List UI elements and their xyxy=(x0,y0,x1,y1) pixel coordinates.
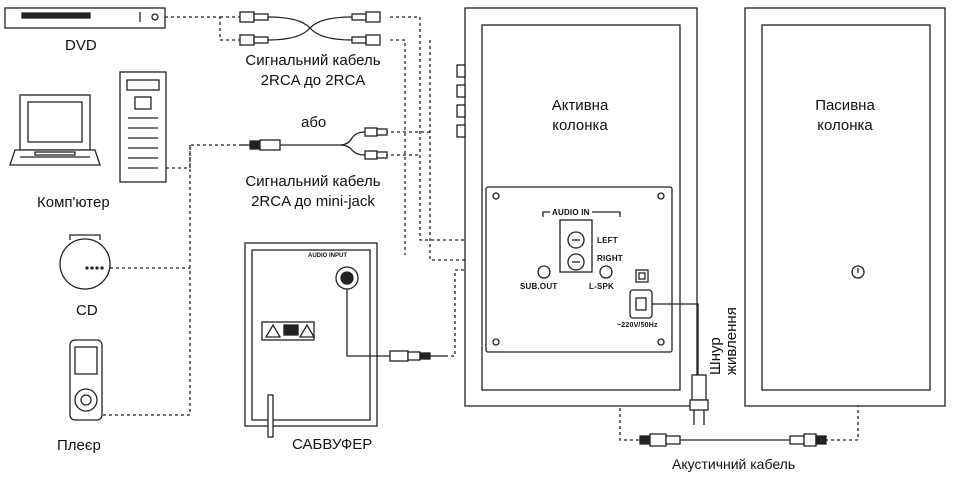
passive-speaker-label-line1: Пасивна xyxy=(815,97,875,114)
computer-icon xyxy=(9,71,167,183)
computer-label: Комп'ютер xyxy=(37,194,110,211)
cd-label: CD xyxy=(76,302,98,319)
active-speaker-label-line2: колонка xyxy=(552,117,608,134)
audio-in-label: AUDIO IN xyxy=(550,208,592,217)
subwoofer-label: САБВУФЕР xyxy=(292,436,373,453)
acoustic-cable-label: Акустичний кабель xyxy=(672,456,796,472)
active-speaker-label-line1: Активна xyxy=(551,97,609,114)
or-label: або xyxy=(301,114,327,131)
power-cord-label-line1: Шнур xyxy=(707,337,724,375)
power-cord-icon xyxy=(652,303,709,425)
rca-minijack-cable-icon xyxy=(240,127,388,160)
subwoofer-cable-icon xyxy=(346,289,445,362)
jack-cable-label-line2: 2RCA до mini-jack xyxy=(251,193,375,210)
media-player-icon xyxy=(69,339,103,421)
rca-cable-label-line2: 2RCA до 2RCA xyxy=(260,72,366,89)
cd-player-icon xyxy=(59,234,111,290)
rca-cable-label-line1: Сигнальний кабель xyxy=(245,52,381,69)
acoustic-cable-icon xyxy=(639,433,827,447)
audio-input-label: AUDIO INPUT xyxy=(308,253,347,259)
sub-out-label: SUB.OUT xyxy=(520,282,558,291)
dvd-player-icon xyxy=(4,7,166,29)
right-input-label: RIGHT xyxy=(597,254,623,263)
power-spec-label: ~220V/50Hz xyxy=(617,322,658,329)
player-label: Плеєр xyxy=(57,437,101,454)
jack-cable-label-line1: Сигнальний кабель xyxy=(245,173,381,190)
subwoofer-icon xyxy=(244,242,378,438)
passive-speaker-icon xyxy=(744,7,946,407)
active-speaker-icon xyxy=(456,7,698,407)
power-cord-label-line2: живлення xyxy=(723,307,740,375)
l-spk-label: L-SPK xyxy=(589,282,614,291)
left-input-label: LEFT xyxy=(597,236,618,245)
passive-speaker-label-line2: колонка xyxy=(817,117,873,134)
dvd-label: DVD xyxy=(65,37,97,54)
rca-cable-icon xyxy=(239,11,381,46)
